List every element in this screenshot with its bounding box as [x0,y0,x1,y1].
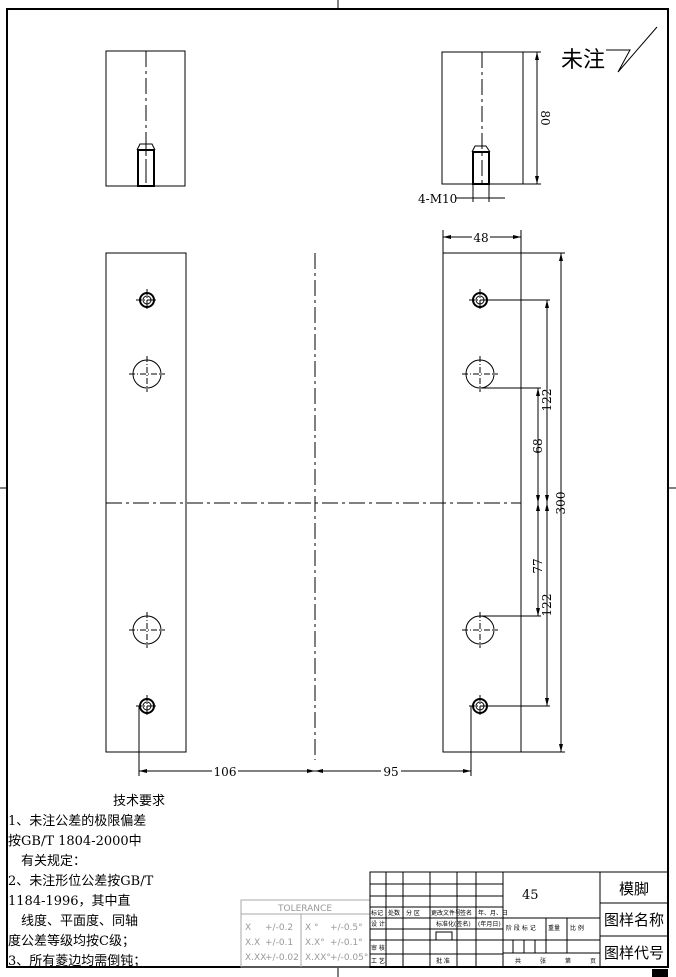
drawing-code-label: 图样代号 [604,944,664,962]
dim-thread: 4-M10 [418,192,457,206]
process-label: 工 艺 [371,957,385,965]
top-view-right [441,51,541,202]
review-label: 审 核 [371,944,385,952]
surface-roughness-icon [606,26,658,73]
tolerance-cell: +/-0.1 [265,938,293,948]
date-label: (年月日) [478,920,501,928]
sheets-label: 张 [540,957,546,965]
stage-label: 阶 段 标 记 [506,924,536,932]
page-unit-label: 页 [590,958,596,965]
hdr-sign: 签名 [460,909,472,917]
tech-req-title: 技术要求 [113,794,166,809]
tolerance-cell: X.XX [245,953,266,963]
material: 45 [522,888,539,903]
surface-note: 未注 [561,48,605,73]
scale-label: 比 例 [570,924,584,932]
hdr-change-doc: 更改文件号 [431,909,461,917]
tolerance-cell: X.XX° [305,953,331,963]
hdr-mark: 标记 [371,909,383,917]
tech-req-line: 2、未注形位公差按GB/T [8,874,154,889]
tolerance-cell: +/-0.02 [265,953,299,963]
weight-label: 重量 [548,924,560,932]
approve-label: 批 准 [436,957,450,965]
dimension-lines [138,230,565,776]
tolerance-cell: X [245,923,251,933]
tech-req-line: 1184-1996，其中直 [8,894,131,909]
tech-req-line: 线度、平面度、同轴 [8,914,139,929]
hdr-zone: 分 区 [406,909,420,917]
tech-req-line: 度公差等级均按C级； [8,934,135,949]
front-view-right [442,252,522,753]
part-name: 模脚 [619,880,649,898]
page-label: 第 [565,957,571,965]
hdr-count: 处数 [388,909,400,917]
dim-122-bottom: 122 [540,594,554,617]
total-label: 共 [515,957,521,965]
top-view-left [105,50,186,187]
tolerance-cell: X.X° [305,938,325,948]
corner-mark [652,969,668,977]
dim-95: 95 [383,765,398,779]
tolerance-cell: X.X [245,938,260,948]
tech-req-line: 1、未注公差的极限偏差 [8,814,147,829]
dim-106: 106 [214,765,237,779]
dim-48: 48 [473,231,488,245]
dim-77: 77 [531,558,545,573]
tolerance-cell: +/-0.2 [265,923,293,933]
tech-req-line: 按GB/T 1804-2000中 [8,834,142,849]
technical-requirements: 技术要求 1、未注公差的极限偏差 按GB/T 1804-2000中 有关规定： … [8,792,238,972]
design-label: 设 计 [371,920,385,928]
title-block [369,871,669,968]
dim-68: 68 [531,438,545,453]
dim-122-top: 122 [540,389,554,412]
holes [129,289,498,717]
tolerance-cell: +/-0.05° [330,953,368,963]
tolerance-cell: X ° [305,923,319,933]
tech-req-line: 3、所有菱边均需倒钝； [8,954,147,969]
standardize-label: 标准化(签名) [436,920,471,928]
dim-300: 300 [554,492,568,515]
tech-req-line: 有关规定： [8,854,87,869]
tolerance-cell: +/-0.1° [330,938,363,948]
hdr-date: 年、月、日 [478,909,508,917]
dim-80: 80 [538,110,552,125]
tolerance-cell: +/-0.5° [330,923,363,933]
drawing-name-label: 图样名称 [604,911,664,929]
tolerance-title: TOLERANCE [277,904,332,914]
